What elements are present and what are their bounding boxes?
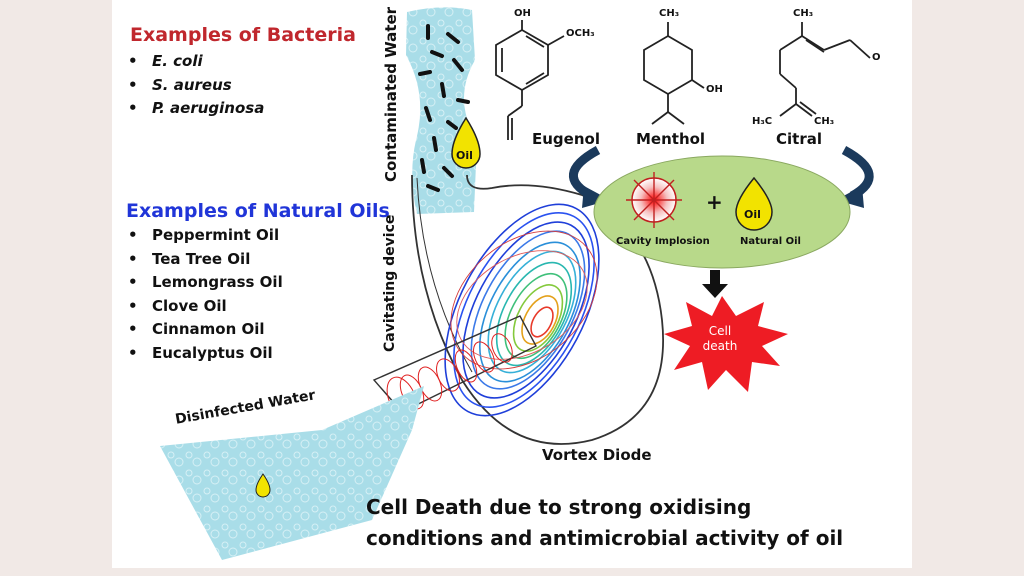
oil-drop-column — [451, 116, 481, 169]
list-item: Lemongrass Oil — [124, 271, 283, 295]
citral-ch3-top: CH₃ — [793, 8, 814, 19]
citral-o: O — [872, 52, 881, 63]
contaminated-water-region — [406, 7, 477, 214]
bacteria-heading: Examples of Bacteria — [130, 24, 356, 46]
citral-ch3-bottom: CH₃ — [814, 116, 835, 127]
oils-list: Peppermint Oil Tea Tree Oil Lemongrass O… — [124, 224, 283, 365]
menthol-ch3: CH₃ — [659, 8, 680, 19]
oils-heading: Examples of Natural Oils — [126, 200, 390, 222]
eugenol-oh: OH — [514, 8, 531, 19]
mechanism-oil-label: Oil — [744, 208, 761, 221]
eugenol-label: Eugenol — [532, 130, 600, 148]
list-item: Tea Tree Oil — [124, 248, 283, 272]
oil-drop-label: Oil — [456, 149, 473, 162]
menthol-label: Menthol — [636, 130, 706, 148]
oil-drop-mechanism — [735, 176, 773, 231]
natural-oil-label: Natural Oil — [740, 236, 801, 247]
oil-drop-small — [255, 473, 271, 498]
list-item: Eucalyptus Oil — [124, 342, 283, 366]
citral-structure — [779, 22, 871, 117]
cavitating-device-label: Cavitating device — [382, 214, 398, 352]
conclusion-line-1: Cell Death due to strong oxidising — [366, 495, 752, 519]
disinfected-water-region — [160, 386, 424, 560]
diagram-panel: Examples of Bacteria E. coli S. aureus P… — [112, 0, 912, 568]
list-item: Peppermint Oil — [124, 224, 283, 248]
citral-h3c: H₃C — [752, 116, 773, 127]
contaminated-water-label: Contaminated Water — [382, 6, 400, 182]
menthol-structure — [643, 22, 705, 125]
vortex-body-outline — [411, 174, 664, 445]
list-item: S. aureus — [124, 74, 264, 98]
conclusion-line-2: conditions and antimicrobial activity of… — [366, 526, 844, 550]
bacteria-list: E. coli S. aureus P. aeruginosa — [124, 50, 264, 121]
plus-sign: + — [706, 190, 723, 214]
cell-death-burst — [664, 296, 788, 392]
conclusion-text: Cell Death due to strong oxidising condi… — [366, 492, 906, 554]
citral-label: Citral — [776, 130, 822, 148]
vortex-diode-label: Vortex Diode — [542, 446, 652, 464]
eugenol-structure — [495, 20, 565, 140]
list-item: Clove Oil — [124, 295, 283, 319]
list-item: Cinnamon Oil — [124, 318, 283, 342]
cavity-implosion-label: Cavity Implosion — [616, 236, 710, 247]
menthol-oh: OH — [706, 84, 723, 95]
diagram-graphics — [160, 7, 874, 560]
bacteria-dashes — [418, 24, 470, 192]
down-arrow — [702, 284, 728, 298]
list-item: E. coli — [124, 50, 264, 74]
eugenol-och3: OCH₃ — [566, 28, 595, 39]
cell-death-label: Cell death — [702, 324, 738, 353]
list-item: P. aeruginosa — [124, 97, 264, 121]
